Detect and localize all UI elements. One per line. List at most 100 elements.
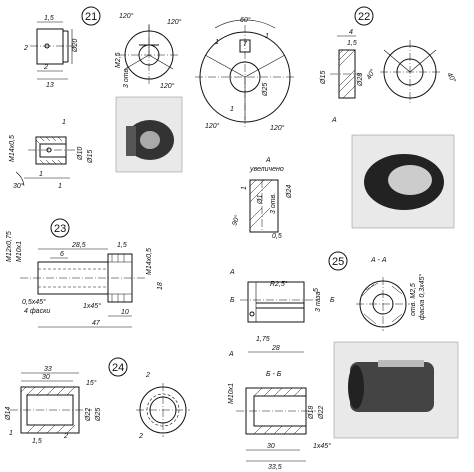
dim: 1 <box>58 183 62 190</box>
dim: 13 <box>46 82 54 89</box>
dim: отв. М2,5 <box>410 283 417 316</box>
dim: 28 <box>271 345 280 352</box>
part-number-circle <box>50 218 70 238</box>
dim: Ø25 <box>262 83 269 97</box>
dim: 0,5х45° <box>22 298 46 306</box>
dim: 60° <box>240 16 251 24</box>
dim: 1 <box>265 33 269 40</box>
dim: 1 <box>230 106 234 113</box>
part-22: 22 60° 7 1 Ø25 1 120° 120° 1 4 1,5 Ø15 Ø… <box>195 6 458 240</box>
dim: 2 <box>63 433 68 440</box>
dim: R2,5° <box>270 280 288 288</box>
dim: 1 <box>62 119 66 126</box>
dim: 1,5 <box>347 40 357 47</box>
part-number-circle <box>108 357 128 377</box>
dim: 28,5 <box>71 242 86 249</box>
dim: Ø20 <box>72 39 79 53</box>
dim: Ø25 <box>95 408 102 422</box>
dim: 1,75 <box>256 336 270 343</box>
dim: 1х45° <box>313 442 331 450</box>
dim: 30° <box>13 182 24 190</box>
dim: Ø24 <box>286 185 293 199</box>
dim: 6 <box>60 251 64 258</box>
dim: 2 <box>138 433 143 440</box>
ring-section <box>338 49 356 99</box>
dim: А <box>331 117 337 124</box>
dim: 1 <box>9 430 13 437</box>
dim: 18 <box>157 282 164 290</box>
dim: 5 <box>313 288 320 292</box>
slotted-sleeve <box>247 281 305 323</box>
dim: 2 <box>23 45 28 52</box>
dim: М10х1 <box>228 383 235 404</box>
dim: 10 <box>121 309 129 316</box>
dim: 1 <box>39 171 43 178</box>
dim: 120° <box>205 122 220 130</box>
dim: Б <box>230 297 235 304</box>
dim: 15° <box>86 379 97 387</box>
dim: М12х0,75 <box>6 231 13 262</box>
dim: Ø18 <box>308 406 315 420</box>
part-number-circle <box>328 251 348 271</box>
dim: 120° <box>119 12 134 20</box>
dim: М10х1 <box>16 241 23 262</box>
dim: М2,5 <box>115 52 122 68</box>
dim: 47 <box>92 320 101 327</box>
dim: Б <box>330 297 335 304</box>
part-number: 21 <box>85 11 97 23</box>
dim: Ø1 <box>257 195 264 205</box>
part-number: 25 <box>332 256 344 268</box>
dim: 1 <box>241 186 248 190</box>
dim: 3 отв. <box>270 193 277 214</box>
dim: 33,5 <box>268 464 282 471</box>
part-24: 24 33 30 15° Ø14 Ø22 Ø25 1 2 1,5 2 2 <box>5 357 190 445</box>
dim: 120° <box>167 18 182 26</box>
dim: Ø28 <box>357 73 364 87</box>
part-number-circle <box>354 6 374 26</box>
dim: 120° <box>270 124 285 132</box>
dim: Ø22 <box>318 406 325 420</box>
dim: М14х0,5 <box>9 135 16 162</box>
dim: 1 <box>215 39 219 46</box>
dim: 2 <box>43 64 48 71</box>
dim: А <box>228 351 234 358</box>
dim: 3 отв. <box>123 67 130 88</box>
dim: Ø10 <box>77 147 84 161</box>
dim: 0,5 <box>272 233 282 240</box>
part-number-circle <box>81 6 101 26</box>
part-number: 23 <box>54 223 66 235</box>
dim: 1х45° <box>83 302 101 310</box>
dim: А <box>229 269 235 276</box>
dim: Ø15 <box>87 150 94 164</box>
dim: Ø14 <box>5 407 12 421</box>
dim: Ø15 <box>320 71 327 85</box>
section-label: Б - Б <box>266 371 282 378</box>
dim: 4 <box>349 29 353 36</box>
part-23: 23 М12х0,75 М10х1 28,5 1,5 6 М14х0,5 18 … <box>6 218 164 328</box>
dim: 7 <box>243 41 248 48</box>
dim: 1,5 <box>44 15 54 22</box>
dim: 2 <box>145 372 150 379</box>
dim: 3 паза <box>315 291 322 312</box>
dim: 30 <box>42 374 50 381</box>
dim: 30 <box>267 443 275 450</box>
dim: фаска 0,3х45° <box>418 274 426 320</box>
view-label: А <box>265 157 271 164</box>
dim: 40° <box>365 68 377 81</box>
part-number: 22 <box>358 11 370 23</box>
dim: 1,5 <box>32 438 42 445</box>
view-note: увеличено <box>249 166 284 173</box>
dim: 90° <box>230 214 241 227</box>
part-number: 24 <box>112 362 124 374</box>
dim: 1,5 <box>117 242 127 249</box>
dim: 40° <box>445 71 457 84</box>
part-21: 21 1,5 Ø20 2 2 13 120° 120° 120° М2,5 3 … <box>9 6 183 190</box>
bushing-body <box>36 28 64 65</box>
dim: 33 <box>44 366 52 373</box>
section-label: А - А <box>370 257 387 264</box>
dim: М14х0,5 <box>146 248 153 275</box>
part-25: 25 А Б R2,5° 5 3 паза Б 1,75 28 А А - А … <box>228 251 459 471</box>
dim: 120° <box>160 82 175 90</box>
